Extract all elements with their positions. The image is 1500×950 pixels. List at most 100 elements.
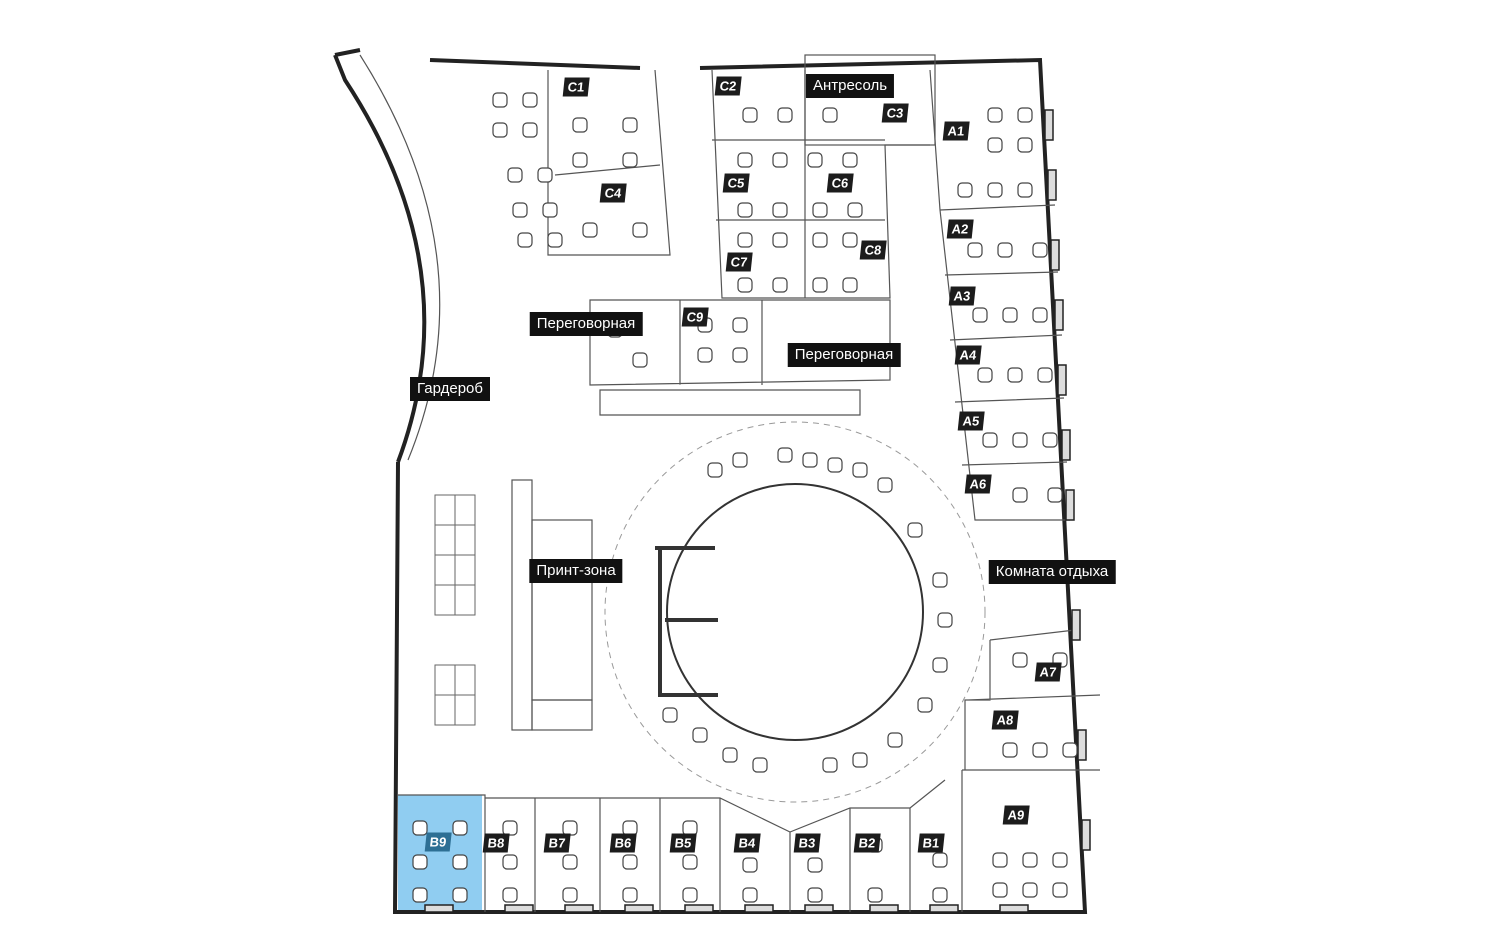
room-label-a3[interactable]: A3 [948, 286, 976, 306]
b-block-walls [398, 779, 946, 912]
room-label-c1[interactable]: C1 [562, 77, 590, 97]
chair [722, 747, 738, 763]
chair [452, 820, 468, 836]
chair [542, 202, 558, 218]
chair [1047, 487, 1063, 503]
chair [932, 887, 948, 903]
chair [807, 152, 823, 168]
room-label-c8[interactable]: C8 [859, 240, 887, 260]
room-label-b4[interactable]: B4 [733, 833, 761, 853]
chair [807, 887, 823, 903]
chair [772, 277, 788, 293]
chair [492, 92, 508, 108]
room-label-b6[interactable]: B6 [609, 833, 637, 853]
chair [492, 122, 508, 138]
chair [772, 232, 788, 248]
chair [412, 820, 428, 836]
zone-label-mezzanine: Антресоль [805, 74, 895, 98]
chair [742, 857, 758, 873]
room-label-c2[interactable]: C2 [714, 76, 742, 96]
zone-label-cloakroom: Гардероб [410, 377, 490, 401]
chair [662, 707, 678, 723]
chair [682, 854, 698, 870]
chair [812, 277, 828, 293]
chair [742, 107, 758, 123]
chair [452, 887, 468, 903]
chair [737, 152, 753, 168]
chair [967, 242, 983, 258]
chair [887, 732, 903, 748]
room-label-b9[interactable]: B9 [424, 832, 452, 852]
chair [537, 167, 553, 183]
chair [1002, 742, 1018, 758]
chair [987, 107, 1003, 123]
chair [452, 854, 468, 870]
open-desks [434, 494, 476, 726]
chair [412, 887, 428, 903]
chair [992, 882, 1008, 898]
room-label-b2[interactable]: B2 [853, 833, 881, 853]
chair [632, 352, 648, 368]
zone-label-meeting-2: Переговорная [787, 343, 901, 367]
room-label-b3[interactable]: B3 [793, 833, 821, 853]
chair [842, 277, 858, 293]
chair [937, 612, 953, 628]
room-label-a8[interactable]: A8 [991, 710, 1019, 730]
chair [1037, 367, 1053, 383]
room-label-a4[interactable]: A4 [954, 345, 982, 365]
chair [807, 857, 823, 873]
room-label-a2[interactable]: A2 [946, 219, 974, 239]
outer-wall [333, 48, 1088, 914]
zone-label-lounge: Комната отдыха [988, 560, 1116, 584]
chair [957, 182, 973, 198]
chair [772, 152, 788, 168]
room-label-a5[interactable]: A5 [957, 411, 985, 431]
room-b9-highlight[interactable] [398, 795, 482, 913]
chair [1012, 652, 1028, 668]
chair [1002, 307, 1018, 323]
chair [1052, 852, 1068, 868]
chair [732, 452, 748, 468]
chair [992, 852, 1008, 868]
chair [867, 887, 883, 903]
chair [932, 657, 948, 673]
zone-label-print-zone: Принт-зона [529, 559, 623, 583]
chair [622, 854, 638, 870]
room-label-a6[interactable]: A6 [964, 474, 992, 494]
room-label-b5[interactable]: B5 [669, 833, 697, 853]
room-label-b1[interactable]: B1 [917, 833, 945, 853]
chair [1022, 882, 1038, 898]
chair [737, 232, 753, 248]
chair [1017, 107, 1033, 123]
windows [424, 109, 1091, 913]
room-label-a7[interactable]: A7 [1034, 662, 1062, 682]
room-label-b8[interactable]: B8 [482, 833, 510, 853]
chair [517, 232, 533, 248]
chair [632, 222, 648, 238]
chair [907, 522, 923, 538]
chair [917, 697, 933, 713]
room-label-a1[interactable]: A1 [942, 121, 970, 141]
room-label-c7[interactable]: C7 [725, 252, 753, 272]
a-block-walls [929, 69, 1101, 912]
room-label-a9[interactable]: A9 [1002, 805, 1030, 825]
room-label-c3[interactable]: C3 [881, 103, 909, 123]
chair [777, 107, 793, 123]
chair [1032, 742, 1048, 758]
room-label-c4[interactable]: C4 [599, 183, 627, 203]
chair [777, 447, 793, 463]
room-label-c6[interactable]: C6 [826, 173, 854, 193]
chair [562, 887, 578, 903]
chairs [412, 92, 1078, 903]
room-label-c9[interactable]: C9 [681, 307, 709, 327]
chair [827, 457, 843, 473]
chair [977, 367, 993, 383]
chair [842, 232, 858, 248]
chair [1032, 307, 1048, 323]
room-label-c5[interactable]: C5 [722, 173, 750, 193]
chair [1062, 742, 1078, 758]
chair [1012, 432, 1028, 448]
chair [502, 854, 518, 870]
room-label-b7[interactable]: B7 [543, 833, 571, 853]
chair [772, 202, 788, 218]
